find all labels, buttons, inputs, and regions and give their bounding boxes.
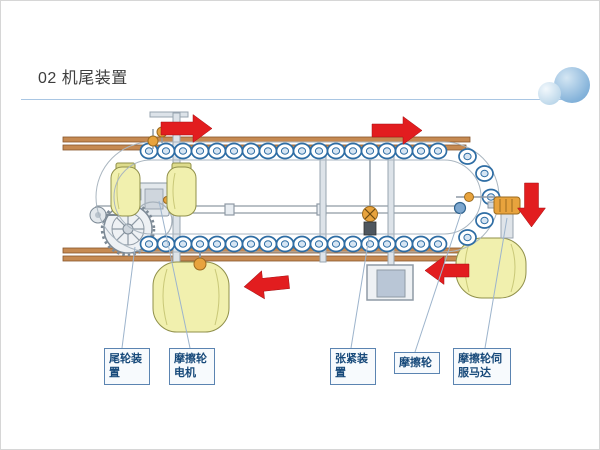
label-friction-wheel-motor: 摩擦轮电机: [169, 348, 215, 385]
flow-arrow-left-1: [424, 256, 470, 285]
decorative-circle-small: [538, 82, 561, 105]
yellow-damper-left-2: [166, 162, 197, 217]
conveyor-loop: [95, 141, 501, 253]
label-tensioner-unit: 张紧装置: [330, 348, 376, 385]
callout-lines: [121, 200, 508, 353]
yellow-barrel-bottom-left: [152, 247, 230, 333]
tensioner-device: [362, 160, 378, 236]
hanging-bracket: [366, 264, 414, 301]
label-friction-wheel: 摩擦轮: [394, 352, 440, 375]
title-divider-line: [21, 99, 581, 100]
page-title: 02 机尾装置: [38, 70, 128, 87]
label-friction-wheel-servo: 摩擦轮伺服马达: [453, 348, 511, 385]
servo-motor-icon: [493, 196, 521, 215]
flow-arrow-left-2: [243, 270, 290, 300]
flow-arrows: [160, 114, 546, 300]
flow-arrow-right-1: [160, 114, 213, 143]
friction-wheel-servo-assembly: [453, 192, 521, 239]
label-tail-wheel-unit: 尾轮装置: [104, 348, 150, 385]
flow-arrow-right-2: [371, 116, 423, 145]
clamp-knob-icon: [193, 257, 207, 271]
flow-arrow-down: [517, 182, 546, 228]
friction-wheel-icon: [453, 201, 467, 215]
